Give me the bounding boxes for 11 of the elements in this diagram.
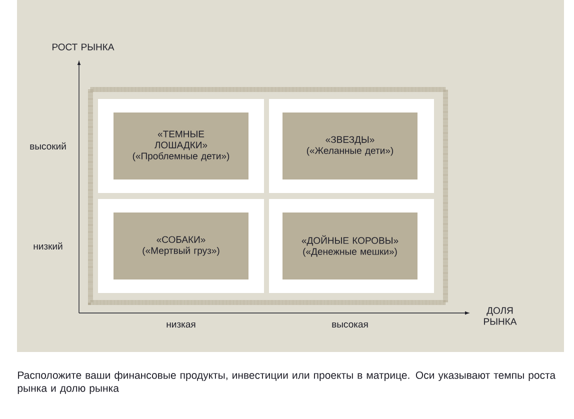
quadrant-box: «ТЕМНЫЕ ЛОШАДКИ» («Проблемные дети»)	[114, 112, 248, 180]
axis-label: высокий	[30, 142, 66, 150]
axis-label: РОСТ РЫНКА	[52, 44, 114, 50]
quadrant-box: «ДОЙНЫЕ КОРОВЫ» («Денежные мешки»)	[282, 212, 418, 280]
quadrant-box: «СОБАКИ» («Мертвый груз»)	[114, 212, 248, 280]
axis-label: высокая	[332, 322, 368, 328]
axis-label: ДОЛЯ РЫНКА	[484, 307, 517, 325]
axis-label: низкая	[166, 322, 196, 328]
axis-label: низкий	[34, 242, 62, 250]
caption: Расположите ваши финансовые продукты, инвестиции или проекты в матрице. Оси указывают темпы роста рынка и долю рынка	[18, 371, 556, 394]
quadrant-box: «ЗВЕЗДЫ» («Желанные дети»)	[282, 112, 418, 180]
